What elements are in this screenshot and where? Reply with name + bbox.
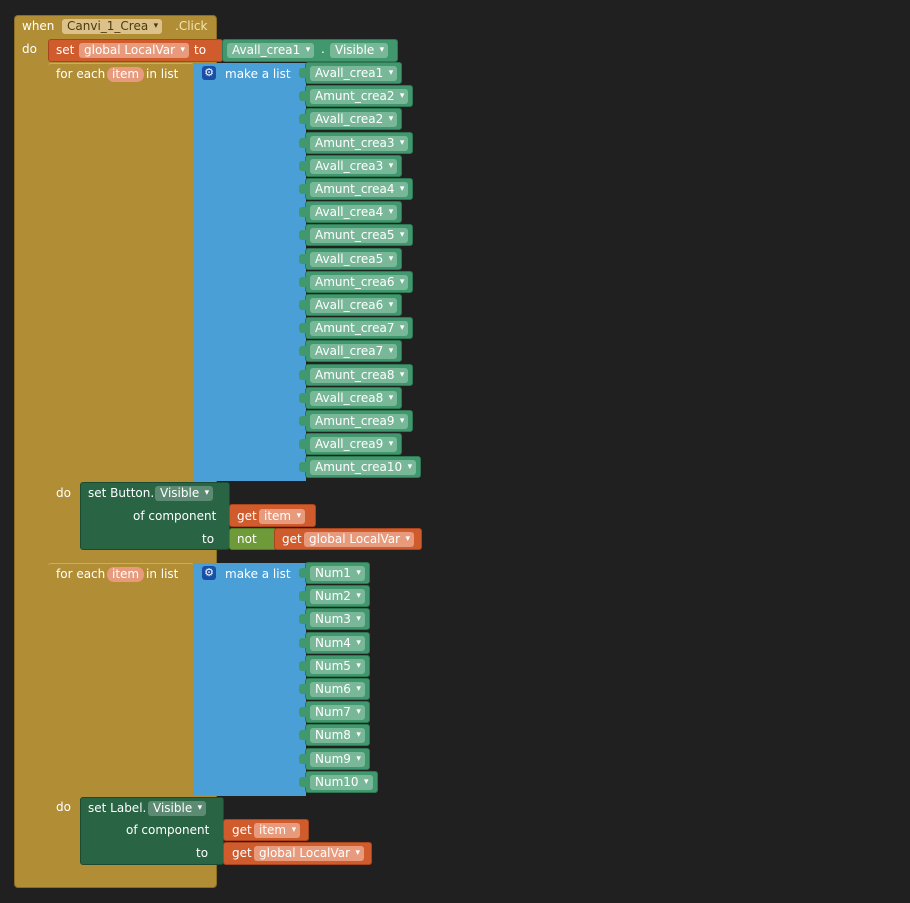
component-dropdown[interactable]: Amunt_crea8	[310, 367, 409, 383]
get-label: get	[282, 532, 302, 546]
component-dropdown[interactable]: Amunt_crea2	[310, 89, 409, 105]
socket-connector	[299, 114, 306, 125]
component-dropdown[interactable]: Num1	[310, 566, 365, 581]
socket-connector	[299, 439, 306, 450]
component-dropdown[interactable]: Avall_crea3	[310, 158, 398, 174]
component-dropdown[interactable]: Amunt_crea9	[310, 414, 409, 429]
make-a-list-label: make a list	[225, 567, 291, 581]
when-label: when	[22, 19, 55, 33]
gear-icon[interactable]: ⚙	[202, 566, 216, 580]
socket-connector	[299, 660, 306, 671]
socket-connector	[299, 184, 306, 194]
set-label-label: set Label.	[88, 801, 147, 815]
event-component-dropdown[interactable]: Canvi_1_Crea	[62, 19, 163, 34]
socket-connector	[299, 300, 306, 310]
gear-icon[interactable]: ⚙	[202, 66, 216, 80]
component-dropdown[interactable]: Avall_crea2	[310, 112, 398, 128]
event-name-label: .Click	[175, 19, 208, 33]
socket-connector	[299, 91, 306, 102]
socket-connector	[299, 776, 306, 787]
get-global-var-dropdown[interactable]: global LocalVar	[304, 532, 415, 547]
set-button-label: set Button.	[88, 486, 155, 500]
socket-connector	[299, 346, 306, 357]
loop-item-variable[interactable]: item	[107, 67, 145, 82]
of-component-label: of component	[133, 509, 217, 523]
property-dot: .	[321, 42, 325, 56]
of-component-label: of component	[126, 823, 210, 837]
loop-item-variable[interactable]: item	[107, 567, 145, 582]
socket-connector	[299, 730, 306, 741]
socket-connector	[299, 684, 306, 694]
socket-connector	[299, 753, 306, 764]
component-dropdown[interactable]: Avall_crea9	[310, 437, 398, 453]
component-dropdown[interactable]: Avall_crea8	[310, 390, 398, 406]
to-label: to	[202, 532, 215, 546]
socket-connector	[299, 416, 306, 426]
get-label: get	[232, 846, 252, 860]
label-visible-dropdown[interactable]: Visible	[148, 801, 207, 816]
component-dropdown[interactable]: Num5	[310, 658, 365, 674]
avall-crea1-dropdown[interactable]: Avall_crea1	[227, 43, 315, 58]
component-dropdown[interactable]: Amunt_crea7	[310, 321, 409, 337]
socket-connector	[299, 707, 306, 718]
get-global-var-dropdown[interactable]: global LocalVar	[254, 846, 365, 861]
component-dropdown[interactable]: Amunt_crea6	[310, 274, 409, 290]
get-item-dropdown[interactable]: item	[254, 823, 301, 838]
get-item-dropdown[interactable]: item	[259, 509, 306, 524]
component-dropdown[interactable]: Avall_crea4	[310, 205, 398, 221]
to-keyword: to	[194, 43, 207, 57]
get-label: get	[232, 823, 252, 837]
socket-connector	[299, 392, 306, 403]
visible-property-dropdown[interactable]: Visible	[330, 43, 389, 58]
get-label: get	[237, 509, 257, 523]
socket-connector	[299, 253, 306, 264]
make-a-list-label: make a list	[225, 67, 291, 81]
component-dropdown[interactable]: Num10	[310, 774, 373, 790]
event-spine	[15, 40, 47, 874]
event-do-label: do	[22, 42, 37, 56]
socket-connector	[299, 614, 306, 625]
component-dropdown[interactable]: Avall_crea6	[310, 298, 398, 313]
set-keyword: set	[56, 43, 75, 57]
not-label: not	[237, 532, 257, 546]
in-list-label: in list	[146, 67, 179, 81]
socket-connector	[299, 276, 306, 287]
component-dropdown[interactable]: Num9	[310, 751, 365, 767]
component-dropdown[interactable]: Num2	[310, 589, 365, 605]
component-dropdown[interactable]: Num6	[310, 682, 365, 697]
component-dropdown[interactable]: Amunt_crea3	[310, 135, 409, 151]
button-visible-dropdown[interactable]: Visible	[155, 486, 214, 501]
socket-connector	[299, 323, 306, 334]
socket-connector	[299, 68, 306, 78]
component-dropdown[interactable]: Amunt_crea5	[310, 228, 409, 244]
socket-connector	[299, 568, 306, 578]
socket-connector	[299, 160, 306, 171]
for-each-label: for each	[56, 67, 106, 81]
loop-do-label: do	[56, 486, 71, 500]
component-dropdown[interactable]: Amunt_crea4	[310, 182, 409, 197]
component-dropdown[interactable]: Amunt_crea10	[310, 460, 417, 476]
make-a-list-block-2[interactable]	[193, 563, 306, 796]
socket-connector	[299, 230, 306, 241]
socket-connector	[299, 462, 306, 473]
socket-connector	[299, 207, 306, 218]
component-dropdown[interactable]: Num3	[310, 612, 365, 628]
component-dropdown[interactable]: Avall_crea5	[310, 251, 398, 267]
socket-connector	[299, 591, 306, 602]
component-dropdown[interactable]: Avall_crea1	[310, 66, 398, 81]
component-dropdown[interactable]: Avall_crea7	[310, 344, 398, 360]
to-label: to	[196, 846, 209, 860]
component-dropdown[interactable]: Num4	[310, 635, 365, 651]
socket-connector	[299, 137, 306, 148]
socket-connector	[299, 637, 306, 648]
in-list-label: in list	[146, 567, 179, 581]
component-dropdown[interactable]: Num8	[310, 728, 365, 744]
loop-do-label: do	[56, 800, 71, 814]
global-var-dropdown[interactable]: global LocalVar	[79, 43, 190, 58]
for-each-loop-1[interactable]	[48, 63, 194, 553]
component-dropdown[interactable]: Num7	[310, 705, 365, 721]
for-each-label: for each	[56, 567, 106, 581]
socket-connector	[299, 369, 306, 380]
make-a-list-block-1[interactable]	[193, 63, 306, 481]
